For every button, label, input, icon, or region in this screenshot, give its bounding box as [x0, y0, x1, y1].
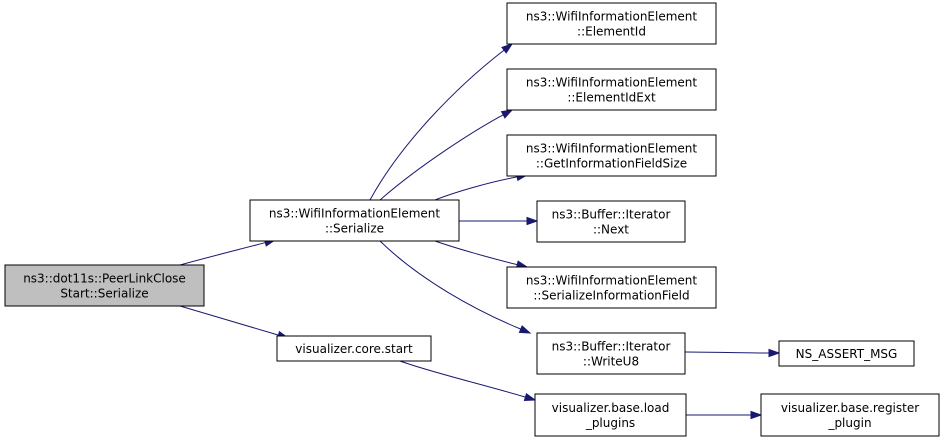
node-wie_getinfofieldsize[interactable]: ns3::WifiInformationElement::GetInformat… — [506, 134, 717, 177]
arrowhead-viz_base_register_plugin — [750, 410, 763, 420]
node-buffer_next[interactable]: ns3::Buffer::Iterator::Next — [536, 200, 686, 243]
edge-peerlinkclose-to-viz_core_start — [179, 305, 279, 336]
node-label: ::ElementIdExt — [567, 91, 656, 105]
node-wie_serialize[interactable]: ns3::WifiInformationElement::Serialize — [249, 199, 460, 242]
edge-viz_core_start-to-viz_base_load_plugins — [399, 360, 526, 398]
node-wie_elementid[interactable]: ns3::WifiInformationElement::ElementId — [506, 2, 717, 45]
edge-wie_serialize-to-wie_getinfofieldsize — [434, 176, 518, 201]
edge-buffer_writeu8-to-ns_assert_msg — [684, 351, 770, 354]
arrowhead-ns_assert_msg — [768, 348, 781, 358]
arrowhead-viz_base_load_plugins — [523, 392, 537, 402]
edge-wie_serialize-to-wie_elementidext — [379, 114, 504, 201]
node-ns_assert_msg[interactable]: NS_ASSERT_MSG — [778, 340, 915, 367]
node-label: ::Next — [593, 223, 629, 237]
node-label: Start::Serialize — [60, 287, 148, 301]
nodes-layer: ns3::dot11s::PeerLinkCloseStart::Seriali… — [4, 2, 940, 437]
arrowhead-wie_elementidext — [500, 109, 514, 119]
node-wie_elementidext[interactable]: ns3::WifiInformationElement::ElementIdEx… — [506, 68, 717, 111]
node-box[interactable] — [4, 264, 205, 307]
node-box[interactable] — [534, 393, 687, 437]
node-viz_base_register_plugin[interactable]: visualizer.base.register_plugin — [760, 393, 940, 437]
node-box[interactable] — [276, 335, 432, 362]
node-box[interactable] — [506, 68, 717, 111]
node-viz_core_start[interactable]: visualizer.core.start — [276, 335, 432, 362]
node-peerlinkclose[interactable]: ns3::dot11s::PeerLinkCloseStart::Seriali… — [4, 264, 205, 307]
node-label: ::ElementId — [577, 25, 646, 39]
node-label: visualizer.base.load — [552, 401, 670, 415]
node-wie_serializeinfofield[interactable]: ns3::WifiInformationElement::SerializeIn… — [506, 266, 717, 309]
node-box[interactable] — [249, 199, 460, 242]
arrowhead-buffer_next — [526, 216, 539, 226]
node-box[interactable] — [536, 332, 686, 375]
node-label: ns3::dot11s::PeerLinkClose — [23, 272, 186, 286]
node-label: ns3::WifiInformationElement — [526, 274, 698, 288]
node-label: NS_ASSERT_MSG — [796, 347, 898, 361]
node-label: _plugin — [827, 416, 871, 430]
node-box[interactable] — [506, 2, 717, 45]
node-box[interactable] — [506, 134, 717, 177]
node-label: visualizer.core.start — [295, 342, 413, 356]
node-box[interactable] — [536, 200, 686, 243]
node-label: visualizer.base.register — [781, 401, 919, 415]
edge-wie_serialize-to-wie_elementid — [369, 49, 505, 201]
edge-wie_serialize-to-wie_serializeinfofield — [434, 240, 518, 266]
node-box[interactable] — [506, 266, 717, 309]
node-label: ::Serialize — [325, 222, 384, 236]
arrowhead-buffer_writeu8 — [518, 325, 532, 334]
edge-peerlinkclose-to-wie_serialize — [179, 242, 266, 266]
node-label: ::GetInformationFieldSize — [536, 157, 687, 171]
node-label: ns3::WifiInformationElement — [526, 10, 698, 24]
node-buffer_writeu8[interactable]: ns3::Buffer::Iterator::WriteU8 — [536, 332, 686, 375]
node-viz_base_load_plugins[interactable]: visualizer.base.load_plugins — [534, 393, 687, 437]
edge-wie_serialize-to-buffer_writeu8 — [379, 240, 521, 330]
node-box[interactable] — [760, 393, 940, 437]
node-label: ns3::Buffer::Iterator — [552, 340, 671, 354]
arrowhead-wie_elementid — [501, 43, 514, 54]
node-label: ns3::WifiInformationElement — [526, 142, 698, 156]
node-label: ns3::WifiInformationElement — [269, 207, 441, 221]
node-label: ::WriteU8 — [583, 355, 639, 369]
node-label: _plugins — [585, 416, 635, 430]
node-label: ::SerializeInformationField — [533, 289, 689, 303]
node-label: ns3::WifiInformationElement — [526, 76, 698, 90]
node-box[interactable] — [778, 340, 915, 367]
node-label: ns3::Buffer::Iterator — [552, 208, 671, 222]
